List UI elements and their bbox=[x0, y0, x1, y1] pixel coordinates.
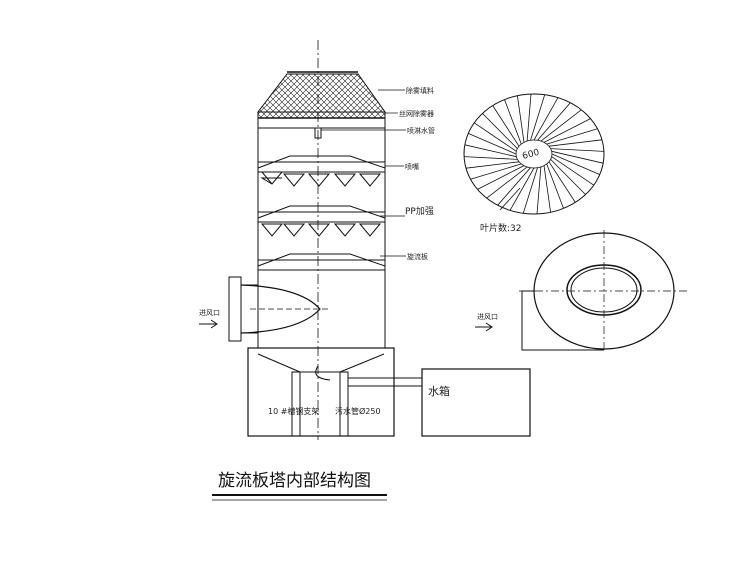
impeller-blade bbox=[550, 159, 586, 195]
label-air-inlet-left: 进风口 bbox=[199, 309, 220, 317]
impeller-drawing bbox=[463, 93, 605, 215]
impeller-blade bbox=[470, 163, 522, 180]
label-support-frame: 10 #槽钢支架 bbox=[268, 406, 319, 416]
section-drawing bbox=[519, 230, 690, 352]
label-air-inlet-right: 进风口 bbox=[477, 313, 498, 321]
impeller-blade bbox=[537, 102, 571, 141]
impeller-blade bbox=[522, 167, 538, 214]
impeller-blade bbox=[548, 139, 603, 147]
packing-hatch bbox=[256, 73, 386, 113]
impeller-blade bbox=[504, 99, 522, 145]
label-swirl-plate: 旋流板 bbox=[407, 252, 428, 261]
impeller-blade bbox=[509, 167, 535, 211]
impeller-blade bbox=[543, 165, 551, 213]
label-spray-pipe: 喷淋水管 bbox=[407, 126, 435, 135]
impeller-blade bbox=[551, 153, 600, 175]
impeller-blade bbox=[482, 113, 518, 149]
impeller-blade bbox=[540, 109, 582, 142]
impeller-blade bbox=[533, 97, 559, 141]
impeller-blade bbox=[517, 95, 525, 143]
diagram-title: 旋流板塔内部结构图 bbox=[218, 471, 371, 491]
impeller-blade bbox=[548, 161, 576, 203]
impeller-blade bbox=[526, 94, 532, 142]
impeller-blade bbox=[551, 156, 595, 186]
label-packing: 除雾填料 bbox=[406, 86, 434, 95]
impeller-blade bbox=[468, 133, 517, 155]
demister-band bbox=[257, 111, 386, 119]
nozzle-row-upper bbox=[260, 171, 382, 187]
impeller-blade bbox=[464, 156, 518, 160]
impeller-blade bbox=[477, 165, 525, 190]
label-water-tank: 水箱 bbox=[428, 384, 450, 398]
impeller-blade bbox=[497, 167, 531, 206]
label-impeller-diameter: 600 bbox=[521, 148, 540, 162]
nozzle-row-lower bbox=[260, 223, 382, 237]
impeller-blade bbox=[530, 94, 546, 141]
tower-drawing bbox=[199, 40, 531, 440]
impeller-blade bbox=[464, 144, 517, 158]
label-wire-mesh-demister: 丝网除雾器 bbox=[399, 109, 434, 118]
impeller-blade bbox=[546, 128, 598, 145]
label-nozzle: 喷嘴 bbox=[405, 162, 419, 171]
impeller-blade bbox=[492, 105, 520, 147]
impeller-blade bbox=[536, 166, 542, 214]
impeller-blade bbox=[551, 150, 604, 164]
label-pump-pipe: 污水管Ø250 bbox=[335, 406, 381, 416]
label-pp-plate: PP加强 bbox=[405, 206, 434, 217]
label-blade-count: 叶片数:32 bbox=[480, 222, 522, 234]
impeller-blade bbox=[543, 118, 591, 143]
impeller-blade bbox=[486, 166, 528, 199]
impeller-blade bbox=[546, 163, 564, 209]
impeller-blade bbox=[473, 122, 517, 152]
impeller-blade bbox=[465, 161, 520, 169]
impeller-blade bbox=[550, 148, 604, 152]
